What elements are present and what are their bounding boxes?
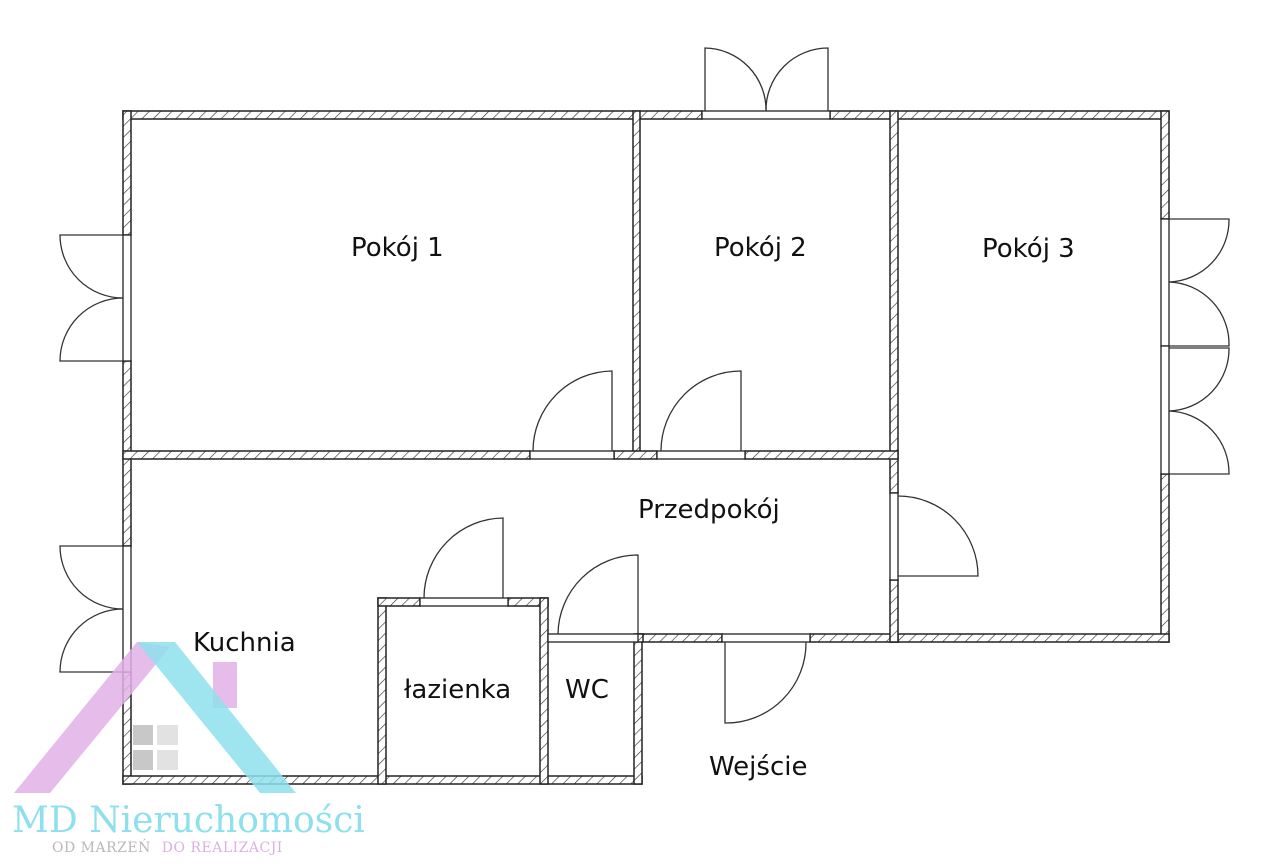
wall-lazienka-top-1 [377, 597, 421, 607]
left-window-2-lower [59, 608, 124, 673]
door-wc-swing [557, 554, 639, 635]
wall-top-left [122, 110, 703, 120]
balcony-door-right [765, 47, 829, 112]
label-pokoj-3: Pokój 3 [982, 234, 1075, 264]
wall-p1-p2 [632, 110, 641, 459]
frame-left-window-1 [122, 234, 132, 362]
wall-lazienka-right [539, 597, 549, 785]
logo-roof-pink [14, 642, 170, 793]
label-kuchnia: Kuchnia [193, 628, 296, 658]
label-pokoj-1: Pokój 1 [351, 233, 444, 263]
logo-roof-cyan [137, 642, 296, 793]
frame-balcony [701, 110, 831, 120]
frames [122, 110, 1170, 673]
right-window-1-upper [1168, 218, 1230, 283]
door-pokoj-2-swing [660, 370, 742, 452]
frame-door-p3 [889, 492, 899, 581]
wall-hall-top-2 [613, 450, 658, 460]
right-window-1-lower [1168, 281, 1230, 347]
door-swings [59, 47, 1230, 724]
label-przedpokoj: Przedpokój [638, 495, 780, 525]
logo-window-pane-1 [133, 725, 153, 745]
logo-subtitle-part1: OD MARZEŃ [52, 838, 151, 856]
door-entrance-swing [724, 641, 807, 724]
balcony-door-left [704, 47, 767, 112]
wall-p3-hall [889, 579, 899, 643]
wall-bottom-mid2 [809, 633, 899, 643]
wall-lazienka-left [377, 597, 387, 785]
room-labels: Pokój 1 Pokój 2 Pokój 3 Przedpokój Kuchn… [193, 233, 1075, 782]
label-lazienka: łazienka [404, 675, 511, 705]
logo-window-pane-2 [157, 725, 178, 745]
wall-hall-top-3 [744, 450, 899, 460]
logo: MD Nieruchomości OD MARZEŃ DO REALIZACJI [12, 642, 365, 856]
logo-title: MD Nieruchomości [12, 800, 365, 841]
wall-bottom-mid [637, 633, 723, 643]
right-window-2-lower [1168, 410, 1230, 475]
left-window-1-lower [59, 297, 124, 362]
label-pokoj-2: Pokój 2 [714, 233, 807, 263]
wall-left-1 [122, 110, 132, 236]
door-lazienka-swing [423, 517, 504, 599]
frame-door-lazienka [419, 597, 509, 607]
left-window-1-upper [59, 234, 124, 299]
logo-window-pane-3 [133, 750, 153, 770]
wall-right-2 [1160, 473, 1170, 643]
walls [122, 110, 1170, 785]
wall-p2-p3 [889, 110, 899, 494]
left-window-2-upper [59, 545, 124, 610]
door-pokoj-3-swing [897, 495, 979, 577]
wall-bottom-right [889, 633, 1170, 643]
logo-subtitle-part2: DO REALIZACJI [162, 840, 283, 856]
wall-hall-top-1 [122, 450, 531, 460]
logo-subtitle: OD MARZEŃ DO REALIZACJI [52, 838, 283, 856]
wall-right-1 [1160, 110, 1170, 220]
door-pokoj-1-swing [532, 370, 613, 452]
frame-door-p2 [656, 450, 746, 460]
logo-window-pane-4 [157, 750, 178, 770]
label-wejscie: Wejście [709, 752, 807, 782]
frame-door-p1 [529, 450, 615, 460]
wall-top-right [829, 110, 1170, 120]
frame-door-entrance [721, 633, 811, 643]
frame-right-window-2 [1160, 345, 1170, 475]
label-wc: WC [565, 675, 609, 705]
right-window-2-upper [1168, 347, 1230, 412]
frame-right-window-1 [1160, 218, 1170, 347]
frame-door-wc [547, 633, 639, 643]
wall-wc-right [633, 633, 643, 785]
